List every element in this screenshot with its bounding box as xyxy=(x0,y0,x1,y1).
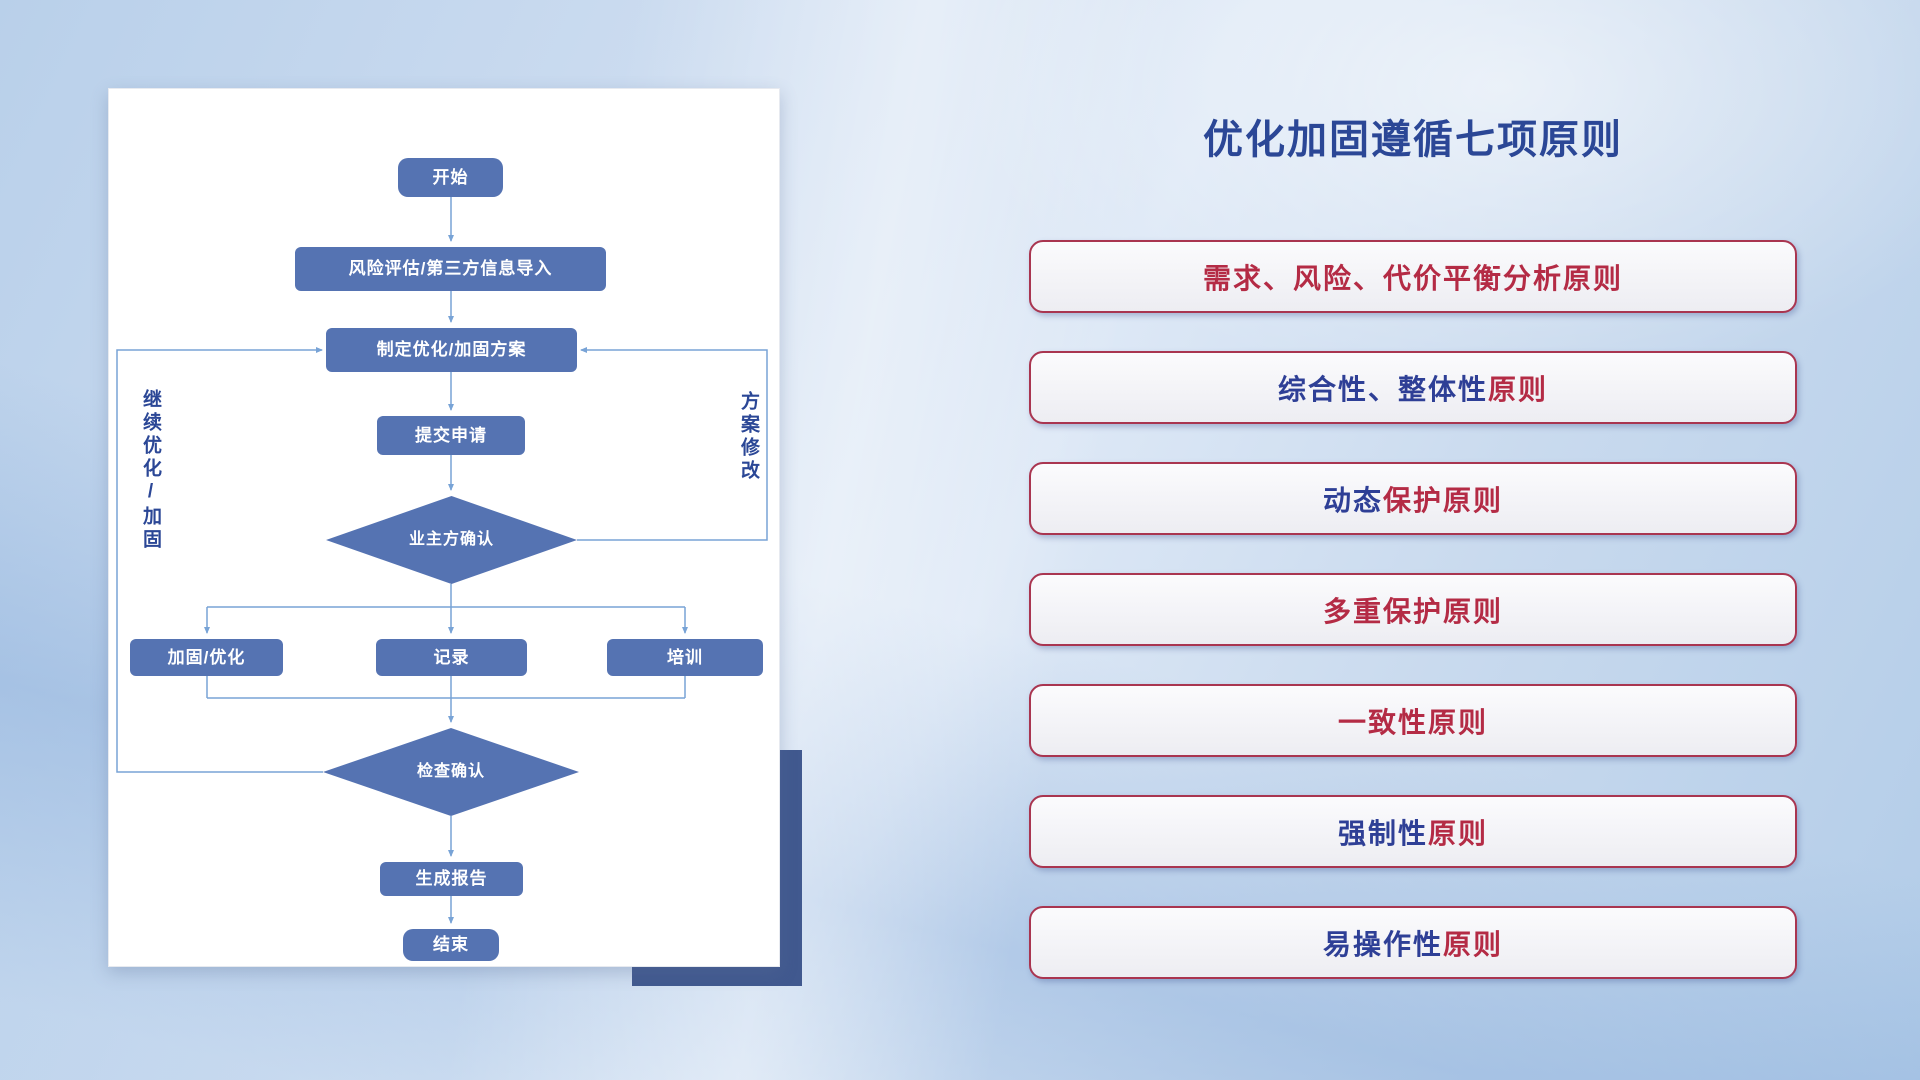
flowchart-node-risk-import: 风险评估/第三方信息导入 xyxy=(295,247,606,291)
principle-text-segment: 原则 xyxy=(1488,373,1549,405)
principle-box-7: 易操作性原则 xyxy=(1029,906,1797,979)
principle-text-segment: 强制性 xyxy=(1337,817,1428,849)
flowchart-card: 开始 风险评估/第三方信息导入 制定优化/加固方案 提交申请 业主方确认 加固/… xyxy=(108,88,780,967)
principle-box-4: 多重保护原则 xyxy=(1029,573,1797,646)
flowchart-node-record: 记录 xyxy=(376,639,527,676)
principle-box-3: 动态保护原则 xyxy=(1029,462,1797,535)
flowchart-node-check-confirm: 检查确认 xyxy=(323,728,579,816)
page-title: 优化加固遵循七项原则 xyxy=(1203,118,1623,162)
flowchart-node-owner-confirm: 业主方确认 xyxy=(326,496,577,584)
flowchart-node-make-plan: 制定优化/加固方案 xyxy=(326,328,577,372)
flowchart-label-continue-optimize: 继续优化/加固 xyxy=(140,389,161,552)
principle-text-segment: 综合性、整体性 xyxy=(1277,373,1488,405)
flowchart-node-training: 培训 xyxy=(607,639,763,676)
principles-panel: 优化加固遵循七项原则 需求、风险、代价平衡分析原则 综合性、整体性原则 动态保护… xyxy=(1029,0,1797,979)
principle-text-segment: 一致性原则 xyxy=(1337,706,1488,738)
flowchart-label-plan-revise: 方案修改 xyxy=(738,391,759,483)
principle-text-segment: 需求、风险、代价平衡分析原则 xyxy=(1202,262,1623,294)
principle-box-2: 综合性、整体性原则 xyxy=(1029,351,1797,424)
flowchart-node-end: 结束 xyxy=(403,929,499,961)
principle-text-segment: 易操作性 xyxy=(1322,928,1443,960)
flowchart-node-submit: 提交申请 xyxy=(377,416,525,455)
principle-box-6: 强制性原则 xyxy=(1029,795,1797,868)
flowchart-node-report: 生成报告 xyxy=(380,862,523,896)
flowchart-node-harden: 加固/优化 xyxy=(130,639,283,676)
principle-text-segment: 原则 xyxy=(1428,817,1489,849)
principle-text-segment: 原则 xyxy=(1443,928,1504,960)
principle-box-5: 一致性原则 xyxy=(1029,684,1797,757)
flowchart-node-start: 开始 xyxy=(398,158,503,197)
principle-box-1: 需求、风险、代价平衡分析原则 xyxy=(1029,240,1797,313)
principle-text-segment: 多重保护原则 xyxy=(1322,595,1503,627)
principle-text-segment: 动态 xyxy=(1322,484,1383,516)
principle-text-segment: 保护原则 xyxy=(1383,484,1504,516)
